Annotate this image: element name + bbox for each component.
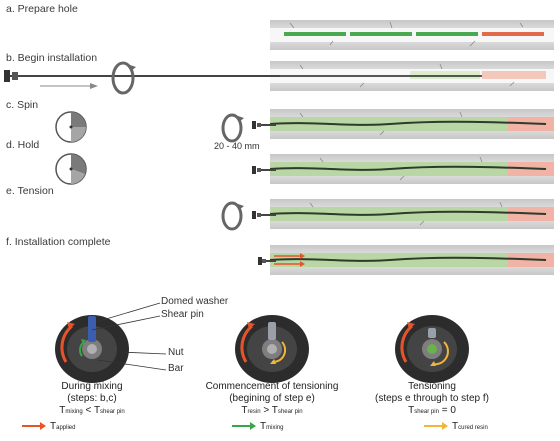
caption-1-eq: Tmixing < Tshear pin [59,405,125,416]
rotation-tension-icon [221,201,244,231]
rock-hole-f [270,245,554,275]
caption-1-line2: (steps: b,c) [67,393,117,404]
step-b-label: b. Begin installation [6,52,98,64]
head-commencement-tensioning [235,315,309,383]
rock-hole-c [270,109,554,139]
rotation-spin-icon [221,113,244,143]
step-a-label: a. Prepare hole [6,3,78,15]
arrow-mixing-icon [232,422,256,431]
step-f-label: f. Installation complete [6,236,111,248]
bolt-insertion [4,70,280,89]
caption-tensioning: Tensioning (steps e through to step f) T… [362,381,502,418]
caption-3-line2: (steps e through to step f) [375,393,489,404]
bolt-head-c [252,121,276,129]
callout-domed-washer: Domed washer [161,296,229,307]
clock-hold-icon [55,153,87,185]
bolt-head-e [252,211,276,219]
bolt-head-f [258,257,276,265]
caption-2-line1: Commencement of tensioning [205,381,339,392]
legend-mixing: Tmixing [232,421,283,432]
rock-hole-a [270,20,554,50]
caption-during-mixing: During mixing (steps: b,c) Tmixing < Tsh… [32,381,152,418]
callout-bar: Bar [168,363,184,374]
clock-spin-icon [55,111,87,143]
caption-commencement-tensioning: Commencement of tensioning (begining of … [196,381,348,418]
arrow-cured-resin-icon [424,422,448,431]
step-e-label: e. Tension [6,185,54,197]
rock-hole-b [270,61,554,91]
rock-hole-e [270,199,554,229]
callout-shear-pin: Shear pin [161,309,204,320]
legend-applied: Tapplied [22,421,75,432]
rock-hole-d [270,154,554,184]
rotation-arrow-icon [111,61,136,95]
legend-cured-resin: Tcured resin [424,421,488,432]
head-tensioning [395,315,469,383]
caption-1-line1: During mixing [61,381,123,392]
caption-3-eq: Tshear pin = 0 [408,405,456,416]
step-c-label: c. Spin [6,99,39,111]
caption-2-line2: (begining of step e) [229,393,315,404]
gap-label: 20 - 40 mm [214,141,260,151]
step-d-label: d. Hold [6,139,40,151]
arrow-applied-icon [22,422,46,431]
callout-nut: Nut [168,347,184,358]
caption-2-eq: Tresin > Tshear pin [241,405,303,416]
head-during-mixing [55,315,129,383]
bolt-head-d [252,166,276,174]
caption-3-line1: Tensioning [408,381,456,392]
